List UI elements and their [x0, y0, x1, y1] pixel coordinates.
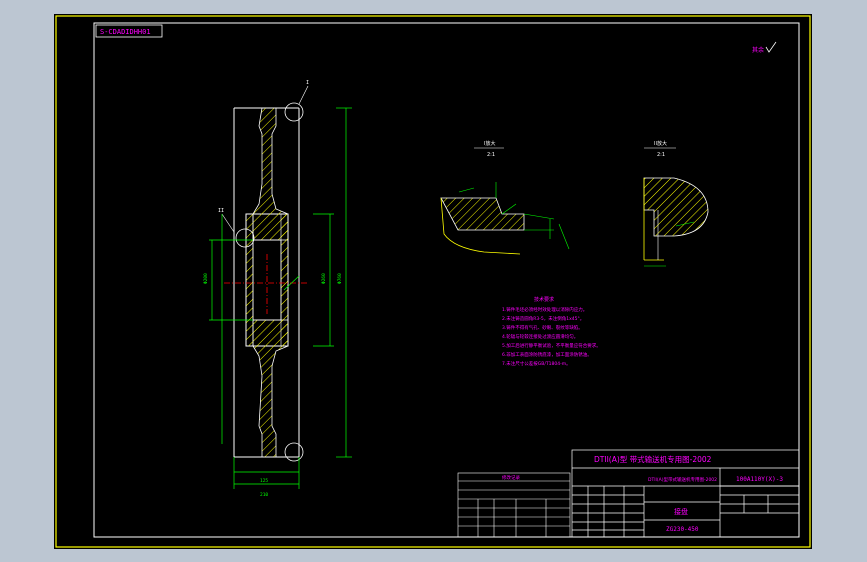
title-block: [571, 449, 800, 538]
main-section-view: Φ760 Φ260 Φ200 125 210 I II: [203, 80, 352, 498]
detail-scale-1: 2:1: [487, 152, 495, 158]
svg-text:6.非加工表面涂防锈底漆，加工面涂防锈油。: 6.非加工表面涂防锈底漆，加工面涂防锈油。: [502, 351, 592, 358]
detail-label-1: I放大: [484, 140, 495, 147]
svg-text:II: II: [218, 208, 224, 214]
svg-text:3.铸件不得有气孔、砂眼、裂纹等缺陷。: 3.铸件不得有气孔、砂眼、裂纹等缺陷。: [502, 324, 583, 331]
svg-text:Φ760: Φ760: [337, 273, 343, 284]
revision-table-title: 修改记录: [502, 474, 520, 481]
technical-requirements: 技术要求 1.铸件毛坯必须经时效处理以消除内应力。 2.未注铸造圆角R3-5，未…: [502, 296, 601, 367]
cad-viewport: S-CDADIDHH01 其余: [54, 14, 812, 549]
svg-text:技术要求: 技术要求: [534, 296, 554, 303]
detail-label-2: II放大: [654, 140, 667, 147]
roughness-symbol-icon: [765, 41, 777, 53]
material: ZG230-450: [666, 526, 699, 533]
title-block-header: DTII(A)型 带式输送机专用图-2002: [594, 454, 712, 464]
inner-frame: [93, 22, 800, 538]
svg-text:210: 210: [260, 492, 268, 498]
svg-text:Φ260: Φ260: [321, 273, 327, 284]
title-block-subheader: DTII(A)型带式输送机专用图-2002: [648, 476, 717, 483]
detail-view-2: II放大 2:1: [643, 140, 709, 267]
svg-text:7.未注尺寸公差按GB/T1804-m。: 7.未注尺寸公差按GB/T1804-m。: [502, 360, 571, 367]
detail-view-1: I放大 2:1: [440, 140, 570, 255]
detail-scale-2: 2:1: [657, 152, 665, 158]
svg-text:4.轮辐与轮毂连接处过渡应圆滑均匀。: 4.轮辐与轮毂连接处过渡应圆滑均匀。: [502, 333, 578, 340]
roughness-note: 其余: [752, 46, 764, 54]
svg-text:I: I: [306, 80, 309, 86]
outer-frame: [55, 15, 811, 548]
drawing-code-label: S-CDADIDHH01: [100, 28, 151, 36]
svg-text:5.加工后进行静平衡试验，不平衡量应符合要求。: 5.加工后进行静平衡试验，不平衡量应符合要求。: [502, 342, 601, 349]
drawing-number: 100A110Y(X)-3: [736, 476, 783, 483]
svg-text:2.未注铸造圆角R3-5，未注倒角1x45°。: 2.未注铸造圆角R3-5，未注倒角1x45°。: [502, 315, 584, 322]
svg-text:Φ200: Φ200: [203, 273, 209, 284]
part-name: 接盘: [674, 507, 688, 516]
svg-text:1.铸件毛坯必须经时效处理以消除内应力。: 1.铸件毛坯必须经时效处理以消除内应力。: [502, 306, 587, 313]
svg-text:125: 125: [260, 478, 268, 484]
revision-table: [457, 472, 571, 538]
